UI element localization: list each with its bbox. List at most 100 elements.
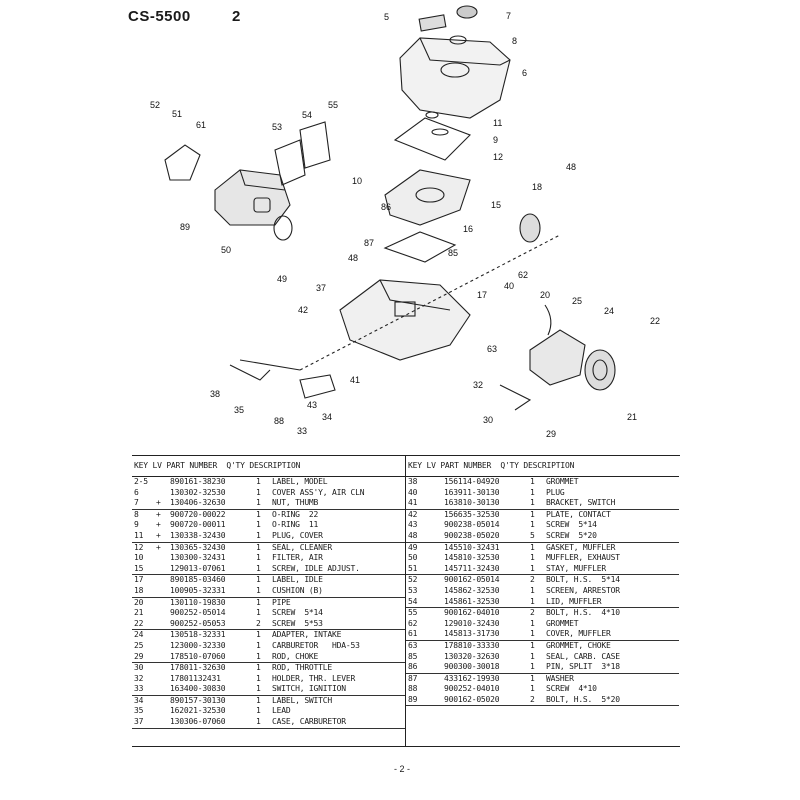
- cell-qty: 2: [530, 608, 535, 618]
- cell-pn: 433162-19930: [444, 673, 500, 683]
- cell-pn: 130300-32431: [170, 553, 226, 563]
- cell-key: 7: [134, 498, 139, 508]
- cell-desc: SCREW 5*14: [272, 608, 323, 618]
- cell-key: 61: [408, 629, 418, 639]
- cell-key: 86: [408, 662, 418, 672]
- callout-label: 53: [272, 122, 282, 132]
- cell-desc: COVER, MUFFLER: [546, 629, 611, 639]
- cell-key: 17: [134, 575, 144, 585]
- cell-lv: +: [156, 520, 161, 530]
- cell-pn: 145711-32430: [444, 563, 500, 573]
- callout-label: 41: [350, 375, 360, 385]
- callout-label: 10: [352, 176, 362, 186]
- cell-qty: 1: [256, 717, 261, 727]
- cell-pn: 900720-00011: [170, 520, 226, 530]
- cell-desc: GROMMET, CHOKE: [546, 640, 611, 650]
- callout-label: 62: [518, 270, 528, 280]
- callout-label: 21: [627, 412, 637, 422]
- cell-key: 25: [134, 640, 144, 650]
- cell-desc: LID, MUFFLER: [546, 596, 602, 606]
- cell-desc: GROMMET: [546, 477, 579, 486]
- cell-qty: 2: [530, 575, 535, 585]
- cell-key: 40: [408, 487, 418, 497]
- cell-qty: 1: [530, 477, 535, 486]
- cell-desc: SWITCH, IGNITION: [272, 684, 346, 694]
- cell-pn: 900238-05020: [444, 530, 500, 540]
- cell-pn: 129013-07061: [170, 563, 226, 573]
- callout-label: 89: [180, 222, 190, 232]
- cell-pn: 178810-33330: [444, 640, 500, 650]
- callout-label: 9: [493, 135, 498, 145]
- cell-qty: 1: [256, 663, 261, 673]
- callout-label: 38: [210, 389, 220, 399]
- cell-key: 8: [134, 509, 139, 519]
- cell-desc: SCREEN, ARRESTOR: [546, 585, 620, 595]
- cell-key: 33: [134, 684, 144, 694]
- cell-qty: 1: [256, 477, 261, 486]
- cell-key: 6: [134, 487, 139, 497]
- cell-qty: 1: [256, 498, 261, 508]
- cell-desc: CARBURETOR HDA-53: [272, 640, 360, 650]
- cell-qty: 1: [530, 618, 535, 628]
- cell-desc: O-RING 11: [272, 520, 319, 530]
- exploded-parts-diagram: 5 7 8 6 11 9 12 52 51 61 53 54 55 48 18 …: [150, 5, 660, 439]
- cell-pn: 130518-32331: [170, 630, 226, 640]
- cell-desc: ROD, THROTTLE: [272, 663, 333, 673]
- cell-pn: 890185-03460: [170, 575, 226, 585]
- callout-label: 34: [322, 412, 332, 422]
- callout-label: 48: [348, 253, 358, 263]
- page-section-number: 2: [232, 8, 241, 25]
- cell-pn: 17801132431: [170, 673, 221, 683]
- callout-label: 32: [473, 380, 483, 390]
- callout-label: 61: [196, 120, 206, 130]
- cell-key: 53: [408, 585, 418, 595]
- cell-desc: SCREW 4*10: [546, 684, 597, 694]
- cell-pn: 163810-30130: [444, 498, 500, 508]
- cell-key: 41: [408, 498, 418, 508]
- cell-pn: 130365-32430: [170, 542, 226, 552]
- cell-key: 20: [134, 597, 144, 607]
- cell-desc: O-RING 22: [272, 509, 319, 519]
- cell-qty: 1: [530, 629, 535, 639]
- cell-desc: WASHER: [546, 673, 574, 683]
- cell-key: 29: [134, 651, 144, 661]
- callout-label: 20: [540, 290, 550, 300]
- cell-key: 88: [408, 684, 418, 694]
- cell-qty: 1: [256, 608, 261, 618]
- callout-label: 33: [297, 426, 307, 436]
- cell-key: 55: [408, 608, 418, 618]
- cell-qty: 1: [256, 684, 261, 694]
- cell-desc: SEAL, CLEANER: [272, 542, 333, 552]
- table-header-right: KEY LV PART NUMBER Q'TY DESCRIPTION: [406, 456, 679, 477]
- cell-pn: 145813-31730: [444, 629, 500, 639]
- cell-key: 2-5: [134, 477, 148, 486]
- cell-desc: CASE, CARBURETOR: [272, 717, 346, 727]
- cell-desc: SCREW, IDLE ADJUST.: [272, 563, 360, 573]
- cell-pn: 129010-32430: [444, 618, 500, 628]
- cell-desc: MUFFLER, EXHAUST: [546, 553, 620, 563]
- cell-qty: 1: [256, 706, 261, 716]
- cell-pn: 100905-32331: [170, 585, 226, 595]
- cell-pn: 123000-32330: [170, 640, 226, 650]
- callout-label: 25: [572, 296, 582, 306]
- callout-label: 6: [522, 68, 527, 78]
